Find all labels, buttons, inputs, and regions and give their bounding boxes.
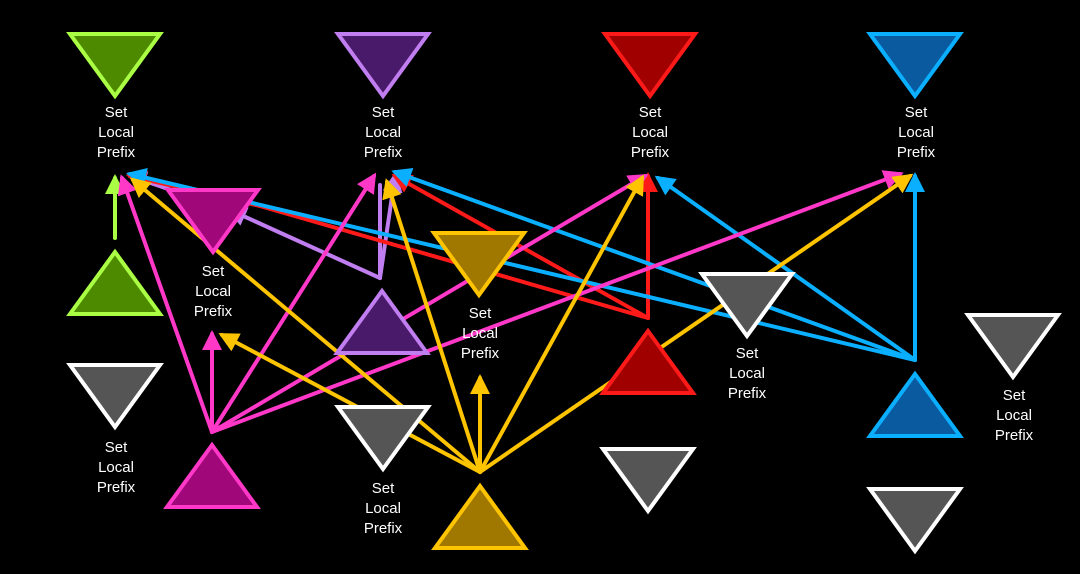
edge-magenta-17	[210, 170, 904, 434]
label-line: Prefix	[461, 345, 500, 362]
edge-gold-21	[478, 174, 644, 474]
node-gold-down	[430, 231, 528, 299]
node-gray-down-c	[66, 363, 164, 431]
node-top-red-down	[601, 32, 699, 100]
node-gray-down-f	[866, 487, 964, 555]
label-line: Set	[105, 439, 128, 456]
nodes-layer	[66, 32, 1062, 555]
node-red-up	[599, 327, 697, 395]
label-line: Prefix	[897, 144, 936, 161]
node-gray-down-e	[599, 447, 697, 515]
label-line: Prefix	[631, 144, 670, 161]
edge-blue-12	[654, 175, 917, 362]
edge-blue-10	[126, 167, 917, 362]
label-line: Local	[462, 325, 498, 342]
edge-gold-20	[382, 178, 482, 474]
edge-magenta-14	[117, 174, 214, 434]
label-line: Local	[98, 459, 134, 476]
label-line: Prefix	[97, 479, 136, 496]
node-blue-up	[866, 370, 964, 438]
edge-gold-22	[478, 173, 914, 474]
node-top-green-down	[66, 32, 164, 100]
node-magenta-up	[163, 441, 261, 509]
label-line: Prefix	[728, 385, 767, 402]
node-gray-down-b	[964, 313, 1062, 381]
label-line: Set	[639, 104, 662, 121]
label-line: Local	[98, 124, 134, 141]
label-line: Set	[469, 305, 492, 322]
edges-layer	[105, 167, 925, 474]
label-line: Set	[736, 345, 759, 362]
label-line: Set	[372, 104, 395, 121]
label-line: Set	[372, 480, 395, 497]
edge-magenta-16	[210, 173, 649, 434]
edge-magenta-15	[210, 172, 377, 434]
label-line: Local	[996, 407, 1032, 424]
label-line: Set	[105, 104, 128, 121]
label-line: Set	[202, 263, 225, 280]
label-line: Set	[1003, 387, 1026, 404]
label-line: Local	[195, 283, 231, 300]
label-line: Local	[365, 500, 401, 517]
edge-purple-2	[226, 207, 382, 280]
label-line: Prefix	[97, 144, 136, 161]
node-gray-down-a	[698, 272, 796, 340]
node-top-blue-down	[866, 32, 964, 100]
node-magenta-down	[164, 188, 262, 256]
label-line: Local	[632, 124, 668, 141]
label-line: Prefix	[364, 144, 403, 161]
edge-gold-23	[218, 333, 482, 474]
edge-purple-4	[378, 172, 403, 280]
edge-gold-19	[129, 177, 482, 474]
label-line: Set	[905, 104, 928, 121]
label-line: Prefix	[364, 520, 403, 537]
node-gray-down-d	[334, 405, 432, 473]
label-line: Local	[729, 365, 765, 382]
label-line: Prefix	[194, 303, 233, 320]
label-line: Local	[365, 124, 401, 141]
node-green-up	[66, 248, 164, 316]
node-top-purple-down	[334, 32, 432, 100]
label-line: Local	[898, 124, 934, 141]
node-gold-up	[431, 482, 529, 550]
node-purple-up	[333, 287, 431, 355]
label-line: Prefix	[995, 427, 1034, 444]
